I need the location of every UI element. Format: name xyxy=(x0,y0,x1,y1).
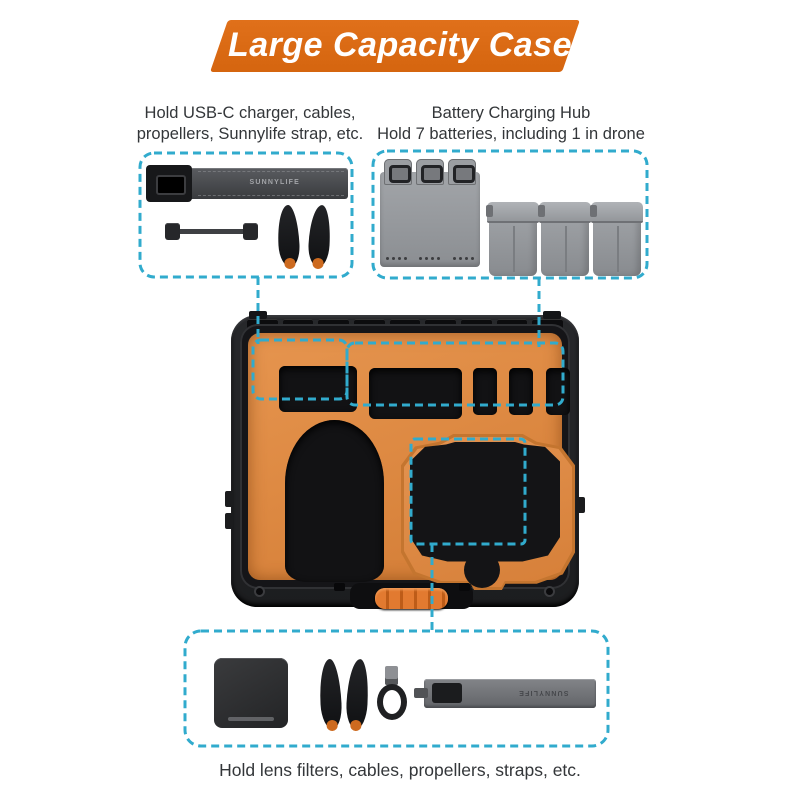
compartment-small-3 xyxy=(546,368,570,415)
compartment-small-1 xyxy=(473,368,497,415)
coiled-cable xyxy=(377,684,407,720)
hub-battery-clip xyxy=(384,159,412,185)
case-side-tab xyxy=(225,491,233,507)
strap-buckle xyxy=(432,683,462,703)
case-hinge xyxy=(543,311,561,319)
banner-title: Large Capacity Case xyxy=(228,26,572,64)
coiled-cable-plug xyxy=(385,666,398,685)
strap-logo-text: SUNNYLIFE xyxy=(249,179,300,186)
foam-insert xyxy=(248,333,575,590)
callout-top-left-line1: Hold USB-C charger, cables, xyxy=(144,104,356,122)
compartment-small-2 xyxy=(509,368,533,415)
cable-plug-right xyxy=(243,223,258,240)
propeller-blade xyxy=(345,658,370,730)
case-side-tab xyxy=(577,497,585,513)
case-screw-hole xyxy=(256,588,263,595)
cable-wire xyxy=(175,229,248,234)
callout-top-left-label: Hold USB-C charger, cables, propellers, … xyxy=(126,103,374,145)
compartment-wide xyxy=(369,368,462,419)
compartment-remote-tab xyxy=(464,552,500,588)
callout-bottom-text: Hold lens filters, cables, propellers, s… xyxy=(219,760,581,780)
shoulder-strap: SUNNYLIFE xyxy=(146,165,348,202)
hub-battery-clip xyxy=(416,159,444,185)
compartment-accessory xyxy=(279,366,357,412)
case-slot-hole xyxy=(459,583,470,591)
strap-logo-text: SUNNYLIFE xyxy=(517,689,568,696)
case-side-tab xyxy=(225,513,233,529)
drone-battery xyxy=(538,202,591,276)
callout-top-right-line2: Hold 7 batteries, including 1 in drone xyxy=(377,125,645,143)
strap-tail xyxy=(414,688,428,698)
compartment-drone xyxy=(285,420,384,582)
case-slot-hole xyxy=(334,583,345,591)
propeller-blade xyxy=(318,658,343,730)
compartment-remote xyxy=(410,442,560,562)
case-handle xyxy=(375,588,448,609)
callout-top-right-line1: Battery Charging Hub xyxy=(431,104,591,122)
cable-plug-left xyxy=(165,223,180,240)
drone-battery xyxy=(486,202,539,276)
hub-battery-clip xyxy=(448,159,476,185)
propeller-blade xyxy=(276,204,301,268)
drone-battery xyxy=(590,202,643,276)
case-screw-hole xyxy=(546,588,553,595)
shoulder-strap-bottom: SUNNYLIFE xyxy=(414,679,596,708)
carrying-case xyxy=(225,311,585,609)
callout-top-right-label: Battery Charging Hub Hold 7 batteries, i… xyxy=(376,103,646,145)
battery-charging-hub xyxy=(380,159,480,267)
callout-bottom-label: Hold lens filters, cables, propellers, s… xyxy=(0,760,800,781)
strap-buckle xyxy=(146,165,192,202)
propeller-blade xyxy=(307,204,332,268)
usb-cable xyxy=(165,221,258,242)
hub-led-row xyxy=(380,257,480,260)
lens-filter-case xyxy=(214,658,288,728)
callout-top-left-line2: propellers, Sunnylife strap, etc. xyxy=(136,125,364,143)
